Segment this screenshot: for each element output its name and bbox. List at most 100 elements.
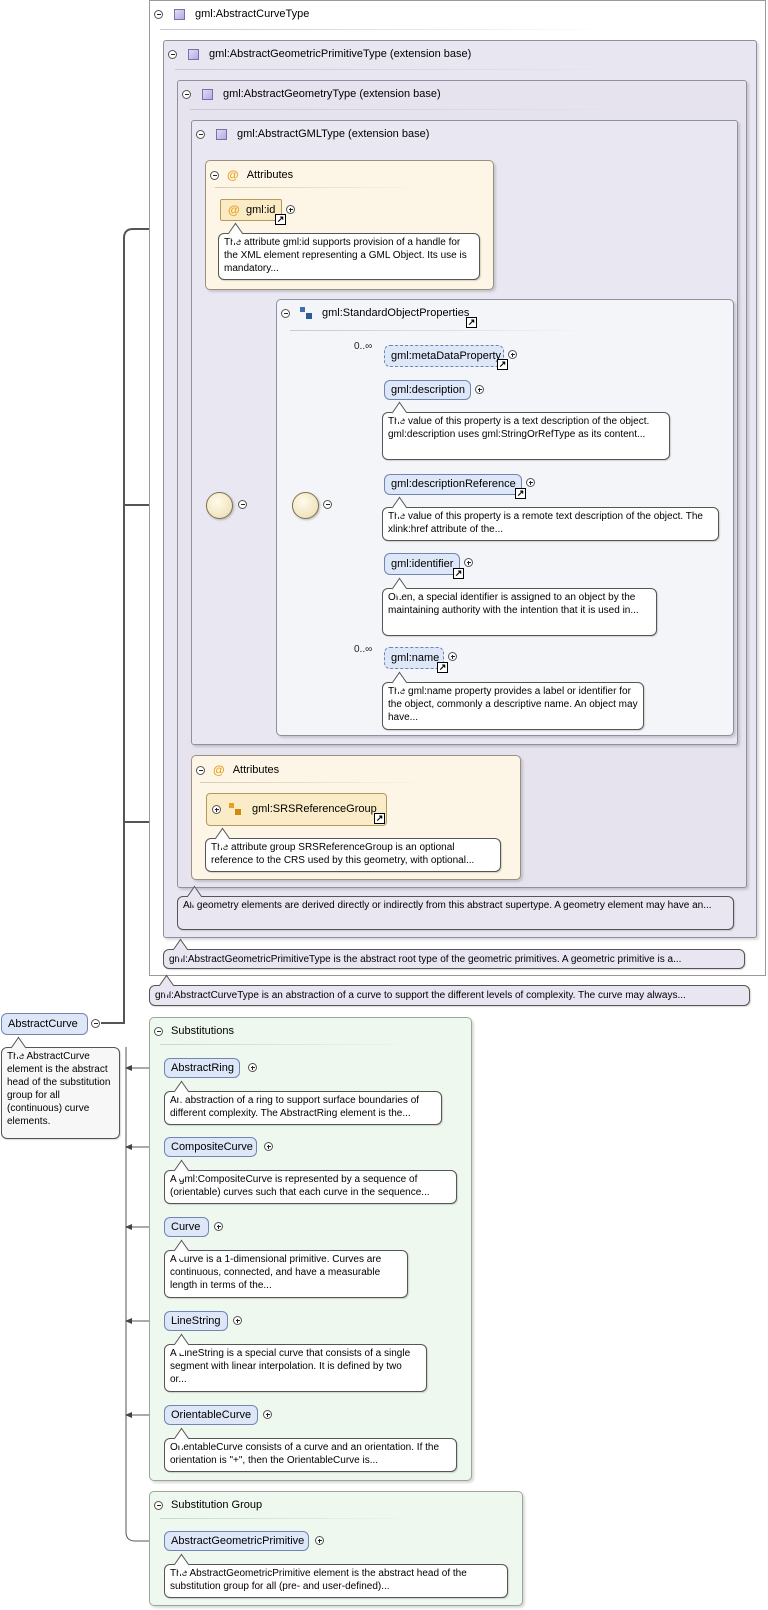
collapse-icon[interactable]	[210, 170, 219, 180]
expand-icon[interactable]	[214, 1222, 223, 1231]
expand-icon[interactable]	[212, 805, 221, 814]
element-label: gml:description	[391, 384, 465, 396]
element-name[interactable]: gml:name	[384, 647, 444, 669]
abstractcurve-note: The AbstractCurve element is the abstrac…	[1, 1047, 120, 1139]
expand-icon[interactable]	[526, 478, 535, 487]
collapse-icon[interactable]	[323, 500, 332, 509]
element-description[interactable]: gml:description	[384, 380, 471, 400]
attribute-icon: @	[227, 168, 239, 182]
abstractring-note: An abstraction of a ring to support surf…	[164, 1091, 442, 1125]
sequence-compositor-icon[interactable]	[292, 492, 319, 519]
separator	[160, 1044, 420, 1045]
expand-icon[interactable]	[264, 1142, 273, 1151]
description-note: The value of this property is a text des…	[382, 412, 670, 460]
collapse-icon[interactable]	[154, 1026, 163, 1036]
gml-id-label: gml:id	[246, 204, 276, 216]
descriptionreference-note: The value of this property is a remote t…	[382, 507, 719, 541]
element-label: gml:metaDataProperty	[391, 350, 502, 362]
abstract-curve-type-title: gml:AbstractCurveType	[195, 8, 310, 20]
element-linestring[interactable]: LineString	[164, 1311, 228, 1331]
collapse-icon[interactable]	[196, 129, 205, 139]
substitutions-header[interactable]: Substitutions	[154, 1025, 234, 1037]
link-arrow-icon[interactable]: ↗	[515, 488, 526, 499]
expand-icon[interactable]	[464, 558, 473, 567]
element-label: Curve	[171, 1221, 201, 1233]
srs-reference-group-note: The attribute group SRSReferenceGroup is…	[205, 838, 501, 872]
link-arrow-icon[interactable]: ↗	[466, 317, 477, 328]
link-arrow-icon[interactable]: ↗	[437, 662, 448, 673]
geometric-primitive-type-header[interactable]: gml:AbstractGeometricPrimitiveType (exte…	[168, 48, 471, 60]
gml-type-title: gml:AbstractGMLType (extension base)	[237, 128, 430, 140]
element-compositecurve[interactable]: CompositeCurve	[164, 1137, 257, 1157]
identifier-note: Often, a special identifier is assigned …	[382, 588, 657, 636]
element-identifier[interactable]: gml:identifier	[384, 553, 460, 575]
gml-id-note: The attribute gml:id supports provision …	[218, 233, 480, 280]
name-note: The gml:name property provides a label o…	[382, 682, 644, 730]
orientablecurve-note: OrientableCurve consists of a curve and …	[164, 1438, 457, 1472]
attribute-icon: @	[228, 203, 240, 217]
element-descriptionreference[interactable]: gml:descriptionReference	[384, 474, 522, 495]
abstractgeometricprimitive-note: The AbstractGeometricPrimitive element i…	[164, 1564, 508, 1598]
attributes-header[interactable]: @ Attributes	[210, 168, 293, 182]
geometry-type-header[interactable]: gml:AbstractGeometryType (extension base…	[182, 88, 441, 100]
collapse-icon[interactable]	[168, 49, 177, 59]
element-abstractring[interactable]: AbstractRing	[164, 1058, 240, 1078]
collapse-icon[interactable]	[182, 89, 191, 99]
geometry-type-title: gml:AbstractGeometryType (extension base…	[223, 88, 441, 100]
attribute-icon: @	[213, 763, 225, 777]
element-label: AbstractCurve	[8, 1018, 78, 1030]
substitution-group-title: Substitution Group	[171, 1499, 263, 1511]
geometric-primitive-type-note: gml:AbstractGeometricPrimitiveType is th…	[163, 949, 745, 969]
gml-id-attribute[interactable]: @ gml:id	[220, 199, 282, 221]
separator	[190, 109, 640, 110]
element-label: AbstractGeometricPrimitive	[171, 1535, 305, 1547]
attributes-title: Attributes	[246, 169, 294, 181]
element-label: gml:identifier	[391, 558, 454, 570]
expand-icon[interactable]	[248, 1063, 257, 1072]
element-abstractcurve[interactable]: AbstractCurve	[1, 1013, 88, 1035]
expand-icon[interactable]	[508, 350, 517, 359]
geometry-type-note: All geometry elements are derived direct…	[177, 896, 734, 930]
collapse-icon[interactable]	[154, 9, 163, 19]
element-abstractgeometricprimitive[interactable]: AbstractGeometricPrimitive	[164, 1531, 309, 1551]
collapse-icon[interactable]	[196, 765, 205, 775]
collapse-icon[interactable]	[154, 1500, 163, 1510]
element-label: LineString	[171, 1315, 221, 1327]
geometric-primitive-type-title: gml:AbstractGeometricPrimitiveType (exte…	[209, 48, 472, 60]
collapse-icon[interactable]	[281, 308, 290, 318]
expand-icon[interactable]	[315, 1536, 324, 1545]
element-curve[interactable]: Curve	[164, 1217, 209, 1237]
cardinality-label: 0..∞	[354, 644, 373, 655]
gml-type-header[interactable]: gml:AbstractGMLType (extension base)	[196, 128, 429, 140]
attribute-group-icon	[229, 803, 242, 816]
substitution-group-header[interactable]: Substitution Group	[154, 1499, 262, 1511]
attributes-header[interactable]: @ Attributes	[196, 763, 279, 777]
expand-icon[interactable]	[286, 205, 295, 214]
expand-icon[interactable]	[475, 385, 484, 394]
expand-icon[interactable]	[448, 652, 457, 661]
substitutions-title: Substitutions	[171, 1025, 234, 1037]
link-arrow-icon[interactable]: ↗	[453, 568, 464, 579]
complex-type-icon	[188, 48, 199, 60]
element-metadataproperty[interactable]: gml:metaDataProperty	[384, 345, 504, 367]
link-arrow-icon[interactable]: ↗	[497, 359, 508, 370]
expand-icon[interactable]	[233, 1316, 242, 1325]
collapse-icon[interactable]	[238, 500, 247, 509]
group-icon	[300, 307, 312, 319]
abstract-curve-type-header[interactable]: gml:AbstractCurveType	[154, 8, 309, 20]
sequence-compositor-icon[interactable]	[206, 492, 233, 519]
srs-reference-group-label: gml:SRSReferenceGroup	[252, 803, 377, 815]
element-orientablecurve[interactable]: OrientableCurve	[164, 1405, 258, 1425]
srs-reference-group[interactable]: gml:SRSReferenceGroup	[206, 793, 387, 826]
separator	[175, 69, 625, 70]
expand-icon[interactable]	[263, 1410, 272, 1419]
link-arrow-icon[interactable]: ↗	[275, 214, 286, 225]
collapse-icon[interactable]	[91, 1019, 100, 1028]
standard-object-properties-header[interactable]: gml:StandardObjectProperties	[281, 307, 469, 319]
cardinality-label: 0..∞	[354, 341, 373, 352]
abstract-curve-type-note: gml:AbstractCurveType is an abstraction …	[149, 985, 750, 1006]
separator	[200, 782, 430, 783]
link-arrow-icon[interactable]: ↗	[374, 813, 385, 824]
separator	[160, 1518, 420, 1519]
complex-type-icon	[202, 88, 213, 100]
